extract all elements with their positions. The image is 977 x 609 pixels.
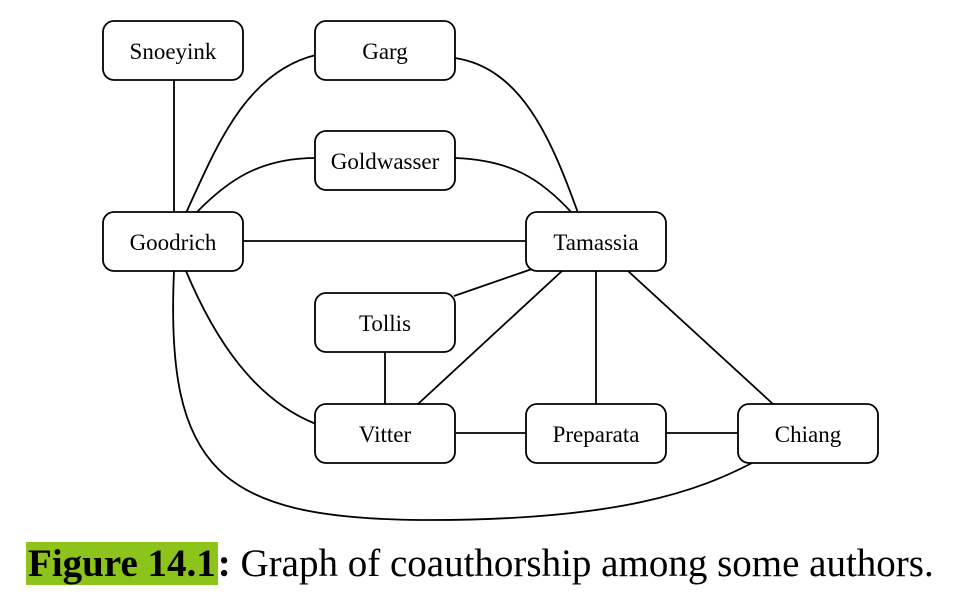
figure-number: Figure 14.1 <box>26 542 218 585</box>
node-tollis: Tollis <box>314 292 456 353</box>
node-chiang: Chiang <box>737 403 879 464</box>
coauthorship-graph: Snoeyink Garg Goldwasser Goodrich Tamass… <box>102 20 879 521</box>
edge-tamassia-tollis <box>453 268 533 297</box>
edge-garg-tamassia <box>454 57 579 214</box>
edge-goodrich-vitter <box>185 270 317 425</box>
node-label: Chiang <box>775 422 842 447</box>
node-vitter: Vitter <box>314 403 456 464</box>
node-tamassia: Tamassia <box>525 211 667 272</box>
node-label: Snoeyink <box>130 39 217 64</box>
graph-nodes: Snoeyink Garg Goldwasser Goodrich Tamass… <box>102 20 879 464</box>
figure-caption: Figure 14.1: Graph of coauthorship among… <box>26 540 934 588</box>
edge-tamassia-vitter <box>417 270 563 405</box>
edge-tamassia-chiang <box>627 270 774 405</box>
node-label: Tollis <box>359 311 411 336</box>
graph-edges <box>172 54 774 521</box>
node-label: Vitter <box>359 422 412 447</box>
node-garg: Garg <box>314 20 456 81</box>
node-snoeyink: Snoeyink <box>102 20 244 81</box>
edge-garg-goodrich <box>185 54 317 214</box>
caption-text: Graph of coauthorship among some authors… <box>230 542 934 585</box>
node-label: Tamassia <box>553 230 638 255</box>
node-label: Goodrich <box>130 230 217 255</box>
node-label: Preparata <box>553 422 640 447</box>
node-goldwasser: Goldwasser <box>314 130 456 191</box>
node-goodrich: Goodrich <box>102 211 244 272</box>
caption-colon: : <box>217 542 231 585</box>
node-label: Goldwasser <box>331 149 440 174</box>
node-preparata: Preparata <box>525 403 667 464</box>
edge-goldwasser-tamassia <box>454 157 573 214</box>
node-label: Garg <box>362 39 408 64</box>
edge-goldwasser-goodrich <box>195 157 317 214</box>
edge-goodrich-chiang <box>172 270 753 521</box>
